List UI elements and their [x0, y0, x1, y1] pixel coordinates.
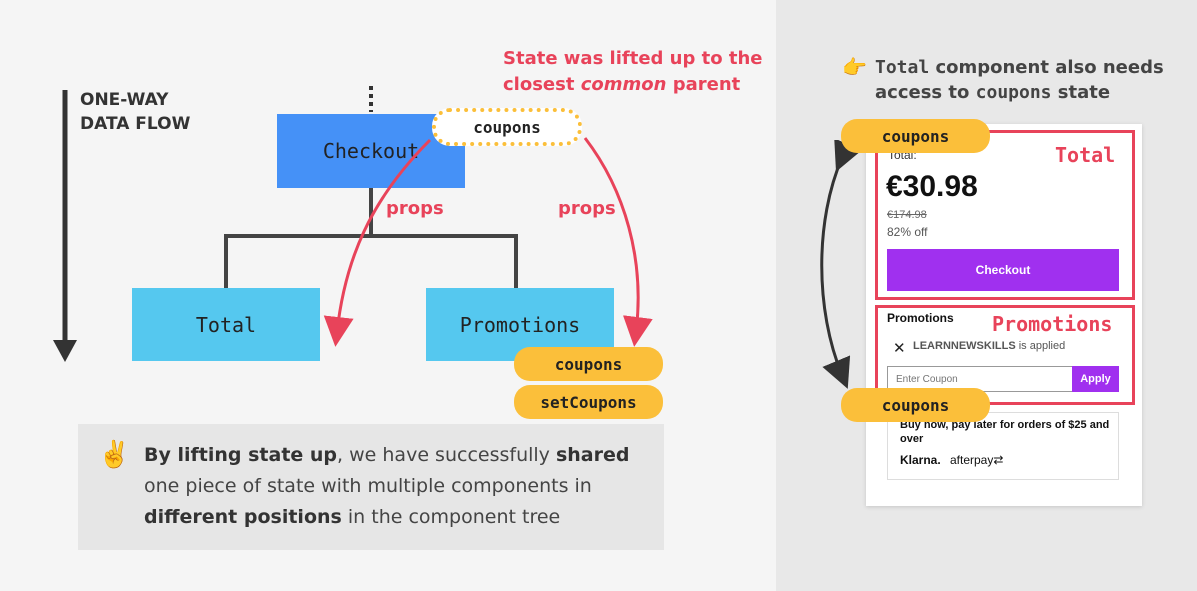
total-label: Total: [195, 312, 257, 337]
props-arrow-to-promotions: [583, 137, 653, 347]
discount-text: 82% off: [887, 225, 928, 239]
total-needs-coupons-note: Total component also needs access to cou…: [875, 57, 1164, 103]
applied-coupon-text: LEARNNEWSKILLS is applied: [913, 340, 1066, 352]
double-arrow: [820, 140, 862, 389]
props-label-left: props: [386, 198, 444, 219]
state-note-line1: State was lifted up to the: [503, 48, 763, 69]
bnpl-text: Buy now, pay later for orders of $25 and…: [900, 419, 1110, 445]
bnpl-box: [887, 412, 1119, 480]
set-coupons-prop-pill: setCoupons: [514, 385, 663, 419]
klarna-logo: Klarna.: [900, 453, 941, 467]
total-component-box: Total: [132, 288, 320, 361]
victory-hand-icon: ✌️: [98, 440, 131, 470]
promotions-label: Promotions: [459, 312, 581, 337]
checkout-card: [866, 124, 1142, 506]
remove-coupon-icon[interactable]: ✕: [893, 339, 906, 357]
afterpay-icon: ⇄: [993, 453, 1004, 467]
props-arrow-to-total: [323, 138, 432, 347]
coupons-state-label: coupons: [473, 117, 541, 137]
summary-note-box: [78, 424, 664, 550]
apply-button[interactable]: Apply: [1072, 366, 1119, 392]
props-label-right: props: [558, 198, 616, 219]
flow-arrow-head: [53, 340, 77, 362]
promotions-frame: [875, 305, 1135, 405]
promotions-heading: Promotions: [887, 311, 954, 325]
total-frame: [875, 130, 1135, 300]
checkout-label: Checkout: [322, 139, 420, 163]
old-price: €174.98: [887, 209, 927, 221]
coupon-input[interactable]: [887, 366, 1073, 392]
promotions-tag: Promotions: [992, 312, 1113, 336]
state-note-line2: closest common parent: [503, 74, 741, 95]
diagram-lines: [53, 86, 518, 362]
state-lifted-note: State was lifted up to the closest commo…: [503, 46, 763, 98]
pointing-hand-icon: 👉: [842, 55, 867, 79]
price-value: €30.98: [886, 170, 978, 203]
coupons-state-pill: coupons: [432, 108, 582, 146]
coupons-pill-top: coupons: [841, 119, 990, 153]
afterpay-logo: afterpay⇄: [950, 453, 1004, 467]
coupons-pill-bottom: coupons: [841, 388, 990, 422]
props-arrows: [323, 137, 653, 347]
checkout-button[interactable]: Checkout: [887, 249, 1119, 291]
coupons-prop-pill: coupons: [514, 347, 663, 381]
summary-note-text: By lifting state up, we have successfull…: [144, 444, 630, 528]
one-way-data-flow-label: ONE-WAY DATA FLOW: [80, 90, 191, 134]
total-tag: Total: [1055, 143, 1116, 167]
